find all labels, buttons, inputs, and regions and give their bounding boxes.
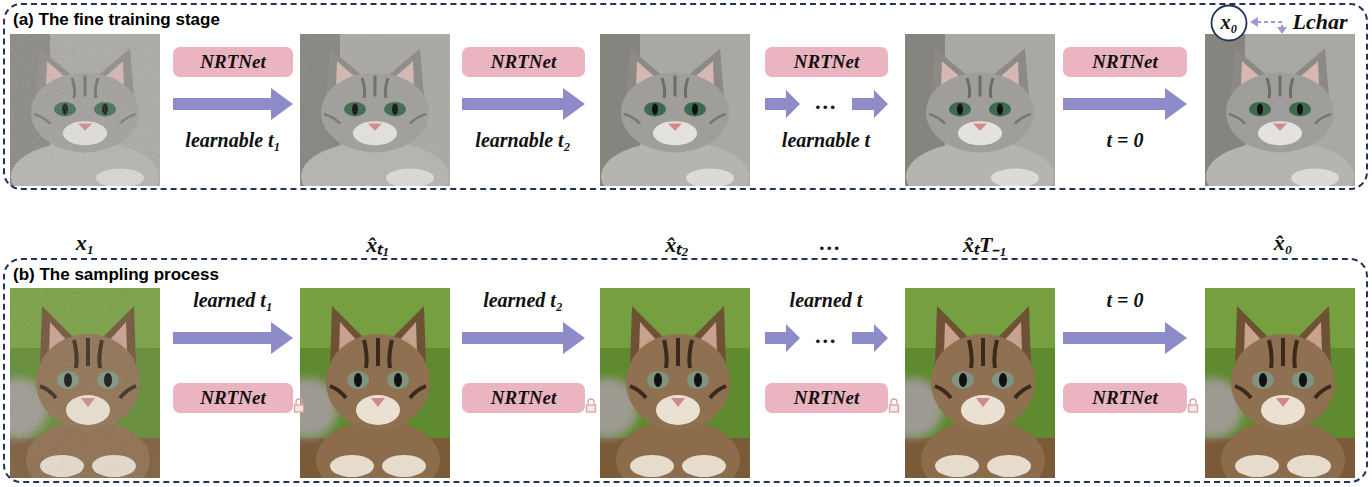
math-label: x₁ bbox=[76, 230, 95, 256]
network-box: NRTNet bbox=[765, 47, 888, 77]
math-label: … bbox=[819, 230, 841, 256]
network-box: NRTNet bbox=[1063, 47, 1187, 77]
math-label: t = 0 bbox=[1107, 289, 1144, 312]
cat-image bbox=[10, 34, 1355, 212]
math-label: x̂ₜT₋₁ bbox=[963, 228, 1007, 258]
math-label: x̂ₜ₂ bbox=[665, 228, 689, 258]
loss-arrow bbox=[1250, 17, 1287, 34]
math-label: learned t₁ bbox=[193, 289, 273, 312]
panel-title: (a) The fine training stage bbox=[13, 10, 220, 30]
math-label: learnable t₂ bbox=[475, 129, 570, 152]
math-label: learned t bbox=[790, 289, 863, 312]
math-label: … bbox=[815, 89, 837, 115]
network-box: NRTNet bbox=[462, 47, 585, 77]
network-name: NRTNet bbox=[1092, 51, 1157, 73]
network-box: NRTNet bbox=[765, 383, 888, 413]
network-box: NRTNet bbox=[173, 383, 293, 413]
math-label: x̂₀ bbox=[1274, 230, 1293, 256]
network-name: NRTNet bbox=[794, 51, 859, 73]
math-label: learnable t bbox=[782, 129, 870, 152]
network-box: NRTNet bbox=[462, 383, 585, 413]
network-name: NRTNet bbox=[200, 387, 265, 409]
math-label: learnable t₁ bbox=[185, 129, 280, 152]
network-name: NRTNet bbox=[491, 387, 556, 409]
math-label: learned t₂ bbox=[483, 289, 563, 312]
network-name: NRTNet bbox=[794, 387, 859, 409]
circle-label: x₀ bbox=[1221, 11, 1238, 34]
math-label: x̂ₜ₁ bbox=[366, 228, 390, 258]
network-box: NRTNet bbox=[1063, 383, 1187, 413]
math-label: t = 0 bbox=[1107, 129, 1144, 152]
block-arrow bbox=[173, 88, 1187, 120]
network-box: NRTNet bbox=[173, 47, 293, 77]
panel-title: (b) The sampling process bbox=[13, 265, 219, 285]
block-arrow bbox=[173, 322, 1187, 354]
network-name: NRTNet bbox=[491, 51, 556, 73]
math-label: Lchar bbox=[1293, 9, 1348, 35]
target-circle: x₀ bbox=[1210, 4, 1248, 42]
math-label: … bbox=[815, 323, 837, 349]
cat-image bbox=[0, 288, 1355, 487]
network-name: NRTNet bbox=[200, 51, 265, 73]
stage-panel: (a) The fine training stageNRTNet NRTNet N… bbox=[3, 3, 1368, 190]
network-name: NRTNet bbox=[1092, 387, 1157, 409]
